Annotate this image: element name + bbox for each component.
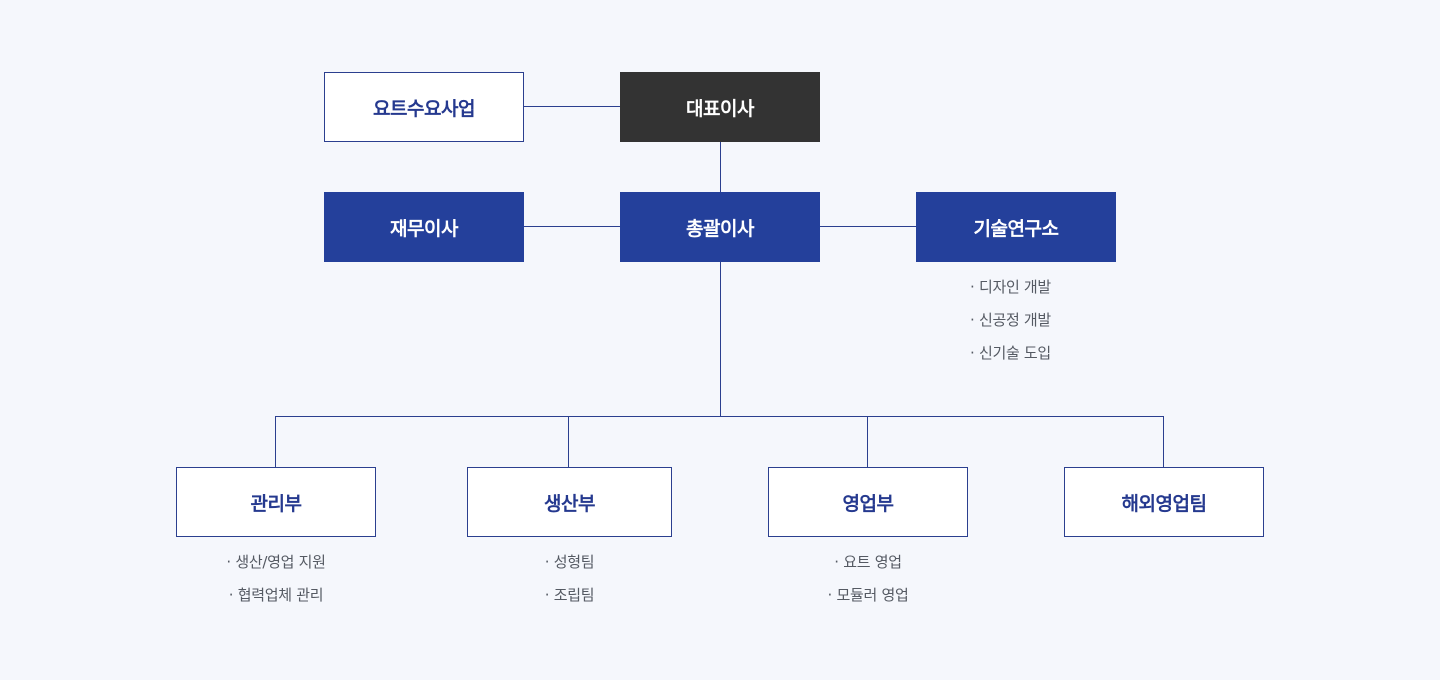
research-lab-items: 디자인 개발 신공정 개발 신기술 도입 [970, 271, 1051, 370]
list-item: 신공정 개발 [970, 304, 1051, 337]
connector-department-4 [1163, 416, 1164, 467]
list-item: 요트 영업 [768, 546, 968, 579]
overseas-sales-team-box: 해외영업팀 [1064, 467, 1264, 537]
sales-department-box: 영업부 [768, 467, 968, 537]
ceo-box: 대표이사 [620, 72, 820, 142]
connector-yacht-ceo [523, 106, 620, 107]
list-item: 생산/영업 지원 [176, 546, 376, 579]
yacht-business-box: 요트수요사업 [324, 72, 524, 142]
connector-general-trunk [720, 261, 721, 417]
production-department-items: 성형팀 조립팀 [467, 546, 672, 612]
list-item: 조립팀 [467, 579, 672, 612]
connector-department-3 [867, 416, 868, 467]
connector-department-bar [275, 416, 1164, 417]
connector-finance-general [523, 226, 620, 227]
research-lab-box: 기술연구소 [916, 192, 1116, 262]
connector-general-lab [819, 226, 916, 227]
general-director-box: 총괄이사 [620, 192, 820, 262]
list-item: 성형팀 [467, 546, 672, 579]
list-item: 모듈러 영업 [768, 579, 968, 612]
finance-director-box: 재무이사 [324, 192, 524, 262]
sales-department-items: 요트 영업 모듈러 영업 [768, 546, 968, 612]
list-item: 협력업체 관리 [176, 579, 376, 612]
connector-department-2 [568, 416, 569, 467]
connector-department-1 [275, 416, 276, 467]
list-item: 디자인 개발 [970, 271, 1051, 304]
management-department-items: 생산/영업 지원 협력업체 관리 [176, 546, 376, 612]
management-department-box: 관리부 [176, 467, 376, 537]
list-item: 신기술 도입 [970, 337, 1051, 370]
production-department-box: 생산부 [467, 467, 672, 537]
connector-ceo-general [720, 141, 721, 192]
